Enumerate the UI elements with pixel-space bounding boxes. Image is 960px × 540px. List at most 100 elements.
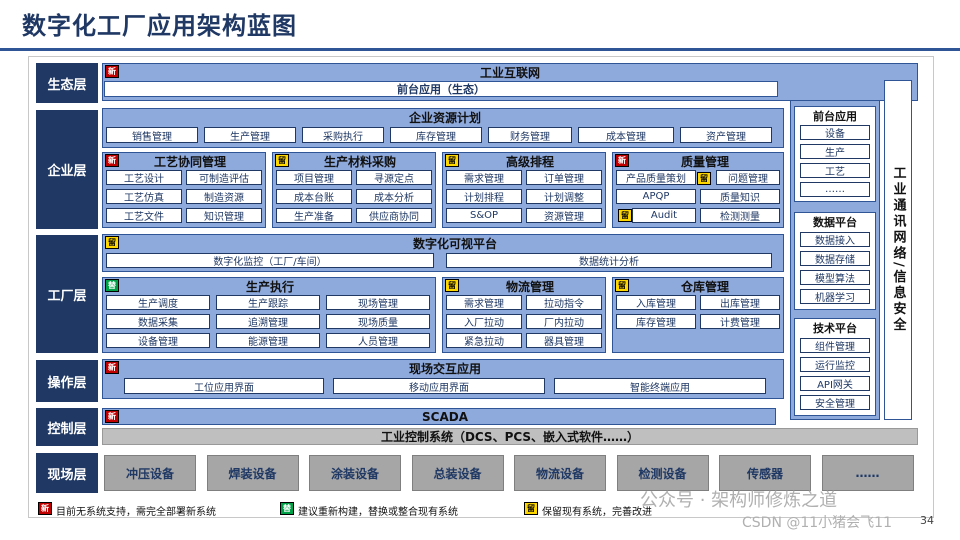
warehouse-item: 入库管理 (616, 295, 696, 310)
visual-item-analytics: 数据统计分析 (446, 253, 772, 268)
visual-title: 数字化可视平台 (412, 236, 497, 251)
execution-title: 生产执行 (245, 280, 294, 294)
purchase-item: 成本分析 (356, 189, 432, 204)
warehouse-title: 仓库管理 (680, 280, 729, 294)
purchase-item: 寻源定点 (356, 170, 432, 185)
new-tag-icon: 新 (105, 361, 119, 374)
side-tech-item: 安全管理 (800, 395, 870, 410)
layer-label-field: 现场层 (36, 453, 98, 493)
warehouse-item: 计费管理 (700, 314, 780, 329)
eco-title: 工业互联网 (479, 65, 540, 80)
process-item: 知识管理 (186, 208, 262, 223)
scada-title: SCADA (422, 409, 468, 424)
side-front-item: 生产 (800, 144, 870, 159)
new-tag-icon: 新 (38, 502, 52, 515)
field-device: 传感器 (719, 455, 811, 491)
purchase-item: 项目管理 (276, 170, 352, 185)
side-front-item: 工艺 (800, 163, 870, 178)
operation-title: 现场交互应用 (408, 361, 481, 376)
process-item: 制造资源 (186, 189, 262, 204)
layer-label-operation: 操作层 (36, 360, 98, 402)
purchase-item: 成本台账 (276, 189, 352, 204)
side-data-item: 数据接入 (800, 232, 870, 247)
keep-tag-icon: 留 (445, 154, 459, 167)
field-device: 总装设备 (411, 455, 504, 491)
process-item: 可制造评估 (186, 170, 262, 185)
keep-tag-icon: 留 (697, 172, 711, 185)
erp-item: 财务管理 (488, 127, 572, 143)
scada-band (102, 408, 776, 425)
page-title: 数字化工厂应用架构蓝图 (22, 12, 297, 40)
security-column: 工业通讯网络/信息安全 (884, 80, 912, 420)
logistics-item: 紧急拉动 (446, 333, 522, 348)
process-item: 工艺文件 (106, 208, 182, 223)
quality-title: 质量管理 (680, 155, 729, 169)
erp-title: 企业资源计划 (408, 110, 481, 125)
keep-tag-icon: 留 (618, 209, 632, 222)
keep-tag-icon: 留 (105, 236, 119, 249)
scheduling-item: 计划排程 (446, 189, 522, 204)
erp-item: 库存管理 (390, 127, 482, 143)
scheduling-title: 高级排程 (505, 155, 554, 169)
scheduling-item: 计划调整 (526, 189, 602, 204)
quality-item: 检测测量 (700, 208, 780, 223)
execution-item: 人员管理 (326, 333, 430, 348)
side-data-title: 数据平台 (813, 216, 857, 229)
execution-item: 生产调度 (106, 295, 210, 310)
side-front-title: 前台应用 (813, 110, 857, 123)
erp-item: 采购执行 (302, 127, 384, 143)
quality-item: 问题管理 (716, 170, 780, 185)
operation-item-mobile: 移动应用界面 (333, 378, 545, 394)
execution-item: 追溯管理 (216, 314, 320, 329)
eco-front-app: 前台应用（生态） (104, 81, 778, 97)
logistics-item: 厂内拉动 (526, 314, 602, 329)
side-data-item: 机器学习 (800, 289, 870, 304)
watermark-wechat: 公众号 · 架构师修炼之道 (640, 490, 838, 511)
field-device: 涂装设备 (309, 455, 401, 491)
field-device: 检测设备 (616, 455, 709, 491)
new-tag-icon: 新 (615, 154, 629, 167)
field-device: 冲压设备 (104, 455, 196, 491)
legend-new: 目前无系统支持，需完全部署新系统 (56, 507, 216, 518)
operation-item-station: 工位应用界面 (124, 378, 324, 394)
operation-item-terminal: 智能终端应用 (554, 378, 766, 394)
layer-label-eco: 生态层 (36, 63, 98, 103)
replace-tag-icon: 替 (105, 279, 119, 292)
execution-item: 数据采集 (106, 314, 210, 329)
ics-band: 工业控制系统（DCS、PCS、嵌入式软件……） (102, 428, 918, 445)
side-tech-item: API网关 (800, 376, 870, 391)
scheduling-item: 需求管理 (446, 170, 522, 185)
erp-item: 生产管理 (204, 127, 296, 143)
side-data-item: 模型算法 (800, 270, 870, 285)
purchase-item: 生产准备 (276, 208, 352, 223)
legend-keep: 保留现有系统，完善改进 (542, 507, 652, 518)
process-item: 工艺仿真 (106, 189, 182, 204)
quality-item: Audit (632, 208, 696, 223)
title-underline (0, 48, 960, 51)
erp-item: 成本管理 (578, 127, 674, 143)
keep-tag-icon: 留 (615, 279, 629, 292)
keep-tag-icon: 留 (275, 154, 289, 167)
legend-replace: 建议重新构建，替换或整合现有系统 (298, 507, 458, 518)
purchase-item: 供应商协同 (356, 208, 432, 223)
execution-item: 现场质量 (326, 314, 430, 329)
side-data-item: 数据存储 (800, 251, 870, 266)
side-tech-title: 技术平台 (813, 322, 857, 335)
diagram-frame (28, 56, 934, 518)
logistics-item: 器具管理 (526, 333, 602, 348)
layer-label-factory: 工厂层 (36, 235, 98, 353)
keep-tag-icon: 留 (524, 502, 538, 515)
purchase-title: 生产材料采购 (323, 155, 396, 169)
new-tag-icon: 新 (105, 410, 119, 423)
warehouse-item: 出库管理 (700, 295, 780, 310)
side-tech-item: 组件管理 (800, 338, 870, 353)
layer-label-enterprise: 企业层 (36, 110, 98, 229)
erp-item: 资产管理 (680, 127, 772, 143)
field-device: 焊装设备 (206, 455, 299, 491)
logistics-item: 拉动指令 (526, 295, 602, 310)
logistics-title: 物流管理 (505, 280, 554, 294)
warehouse-item: 库存管理 (616, 314, 696, 329)
quality-item: 产品质量策划 (616, 170, 696, 185)
logistics-item: 需求管理 (446, 295, 522, 310)
layer-label-control: 控制层 (36, 408, 98, 446)
